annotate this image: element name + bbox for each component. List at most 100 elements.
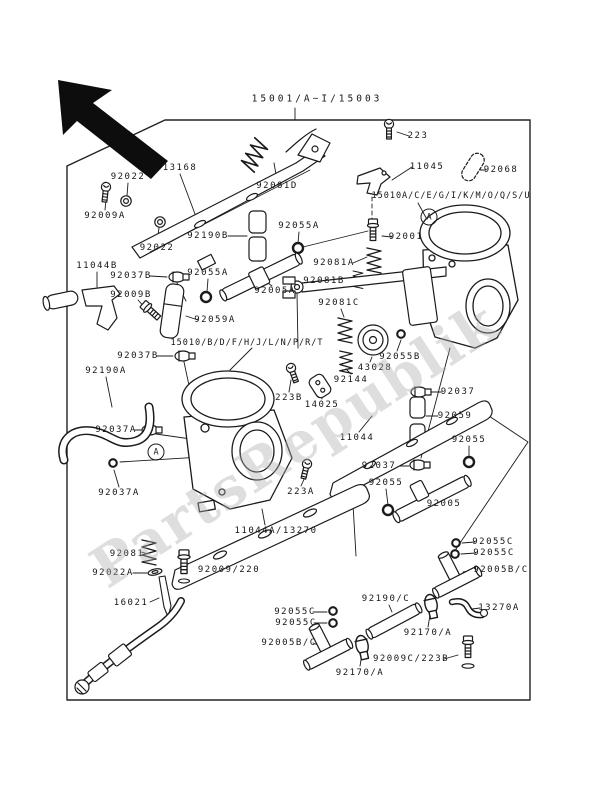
plate-14025 (308, 373, 332, 399)
part-label-92005B-C: 92005B/C (473, 565, 529, 575)
elbow-13270a (448, 598, 489, 619)
part-label-92081C: 92081C (318, 298, 360, 308)
part-label-92055C: 92055C (274, 607, 316, 617)
screw-223-glyph (383, 118, 395, 140)
part-label-15010A-C-E-G-I-K-M-O-Q-S-U: 15010A/C/E/G/I/K/M/O/Q/S/U (371, 191, 531, 201)
part-label-92190-C: 92190/C (361, 594, 411, 604)
part-label-223B: 223B (275, 393, 303, 403)
part-label-92170-A: 92170/A (403, 628, 453, 638)
part-label-92037A: 92037A (98, 488, 140, 498)
part-label-92001: 92001 (388, 232, 424, 242)
part-label-92009B: 92009B (110, 290, 152, 300)
bolt-92009-220 (177, 549, 191, 584)
nut-92022-glyph (154, 216, 166, 228)
bracket-plate-13270 (171, 483, 370, 590)
part-label-92037B: 92037B (117, 351, 159, 361)
screw-223b-glyph (284, 361, 302, 385)
part-label-43028: 43028 (357, 363, 393, 373)
oring-92055a-glyph (291, 241, 305, 255)
part-label-11045: 11045 (409, 162, 445, 172)
part-label-11044A-13270: 11044A/13270 (234, 526, 318, 536)
spring-92081a (366, 247, 382, 274)
part-label-92081D: 92081D (256, 181, 298, 191)
part-label-92022: 92022 (110, 172, 146, 182)
part-label-92055A: 92055A (187, 268, 229, 278)
part-label-92055C: 92055C (472, 537, 514, 547)
tube-92190b (248, 210, 267, 262)
front-direction-arrow-icon (58, 80, 168, 179)
oring-92055c-glyph (450, 549, 460, 559)
cap-92068 (461, 152, 485, 182)
fuel-pipe-92005a (219, 252, 303, 302)
clamp-92037-glyph (410, 386, 432, 398)
part-label-92037: 92037 (440, 387, 476, 397)
part-label-92037B: 92037B (110, 271, 152, 281)
oring-92055-glyph (462, 455, 476, 469)
part-label-92005A: 92005A (254, 286, 296, 296)
diaphragm-43028 (357, 324, 389, 356)
bolt-92009b-glyph (138, 298, 164, 323)
tube-92059a (159, 283, 185, 339)
part-label-92009C-223B: 92009C/223B (372, 654, 450, 664)
screw-223a-glyph (298, 457, 314, 481)
spring-92144 (339, 350, 353, 375)
part-label-92190A: 92190A (85, 366, 127, 376)
part-label-92055: 92055 (368, 478, 404, 488)
part-label-92022A: 92022A (92, 568, 134, 578)
carburetor-body-left (181, 370, 293, 513)
part-label-92055C: 92055C (275, 618, 317, 628)
clamp-92037b-glyph (174, 350, 196, 362)
bolt-92009c-223b (461, 635, 475, 669)
part-label-223: 223 (407, 131, 429, 141)
clamp-92037b-glyph (168, 271, 190, 283)
oring-92055c-glyph (328, 606, 338, 616)
part-label-14025: 14025 (304, 400, 340, 410)
hose-92190a (58, 402, 155, 465)
part-label-92059A: 92059A (194, 315, 236, 325)
washer-92022a-glyph (146, 567, 164, 577)
throttle-shaft (282, 266, 447, 326)
part-label-13270A: 13270A (478, 603, 520, 613)
part-label-15010-B-D-F-H-J-L-N-P-R-T: 15010/B/D/F/H/J/L/N/P/R/T (170, 338, 324, 348)
choke-lever-13168 (131, 133, 331, 271)
oring-92055c-glyph (328, 618, 338, 628)
part-label-92009-220: 92009/220 (197, 565, 261, 575)
oring-92055-glyph (381, 503, 395, 517)
part-label-92144: 92144 (333, 375, 369, 385)
part-label-92190B: 92190B (187, 231, 229, 241)
part-label-11044: 11044 (339, 433, 375, 443)
bracket-11045 (356, 167, 391, 196)
part-label-13168: 13168 (162, 163, 198, 173)
part-label-15001-A-I-15003: 15001/A~I/15003 (251, 93, 383, 105)
nut-92022-glyph (120, 195, 132, 207)
spring-92081c (337, 317, 353, 344)
part-label-16021: 16021 (113, 598, 149, 608)
part-label-92055B: 92055B (379, 352, 421, 362)
part-label-92022: 92022 (139, 243, 175, 253)
part-label-92055: 92055 (451, 435, 487, 445)
bracket-11044b (42, 285, 121, 331)
part-label-92037A: 92037A (95, 425, 137, 435)
screw-92009a-glyph (99, 181, 112, 203)
oring-92055a-glyph (199, 290, 213, 304)
part-label-92055A: 92055A (278, 221, 320, 231)
bolt-92001-glyph (366, 218, 380, 242)
diagram-frame (66, 119, 531, 701)
part-label-92068: 92068 (483, 165, 519, 175)
circled-reference-marker: A (147, 443, 165, 461)
part-label-92081: 92081 (109, 549, 145, 559)
part-label-223A: 223A (287, 487, 315, 497)
part-label-92059: 92059 (437, 411, 473, 421)
fuel-pipe-92005 (392, 474, 472, 524)
tube-92190c (365, 602, 423, 640)
part-label-92009A: 92009A (84, 211, 126, 221)
part-label-92055C: 92055C (473, 548, 515, 558)
clamp-92170a-glyph (353, 633, 372, 662)
part-label-92005B-C: 92005B/C (261, 638, 317, 648)
clamp-92037-glyph (409, 459, 431, 471)
oring-92055c-glyph (451, 538, 461, 548)
clip-92037a-glyph (108, 458, 118, 468)
part-label-11044B: 11044B (76, 261, 118, 271)
